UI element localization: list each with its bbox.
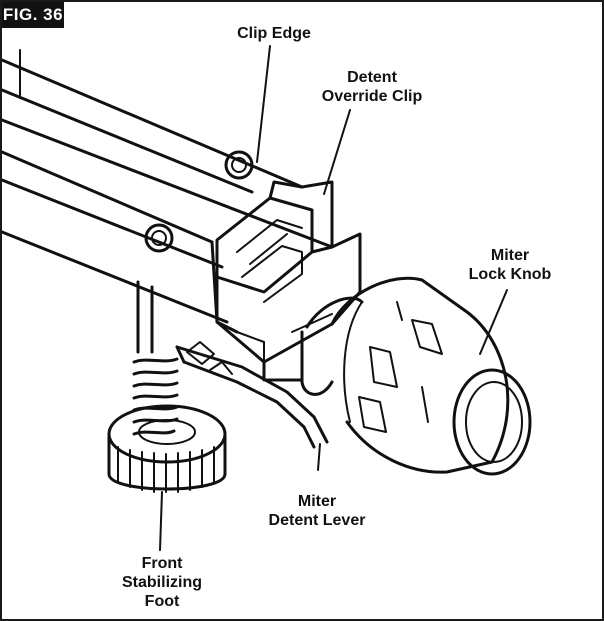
leader-lines (159, 45, 508, 551)
label-miter-lock-knob: Miter Lock Knob (468, 247, 552, 283)
rail-screws (144, 150, 254, 253)
stabilizing-foot (107, 404, 227, 493)
leader-detent-override-clip (323, 109, 351, 195)
miter-detent-lever (175, 341, 329, 449)
miter-housing (215, 232, 362, 382)
table-rails (2, 49, 334, 334)
leader-clip-edge (256, 45, 271, 163)
leader-miter-detent-lever (317, 443, 321, 471)
figure-number-badge: FIG. 36 (2, 2, 64, 28)
label-detent-override-clip: Detent Override Clip (321, 69, 423, 105)
label-miter-detent-lever: Miter Detent Lever (268, 493, 366, 529)
label-front-stabilizing-foot: Front Stabilizing Foot (122, 555, 202, 610)
leader-miter-lock-knob (479, 289, 508, 355)
label-clip-edge: Clip Edge (237, 25, 311, 42)
detent-override-clip (215, 180, 314, 303)
miter-lock-knob (300, 276, 532, 476)
leader-front-stabilizing-foot (159, 491, 163, 551)
spring-column (132, 280, 179, 436)
